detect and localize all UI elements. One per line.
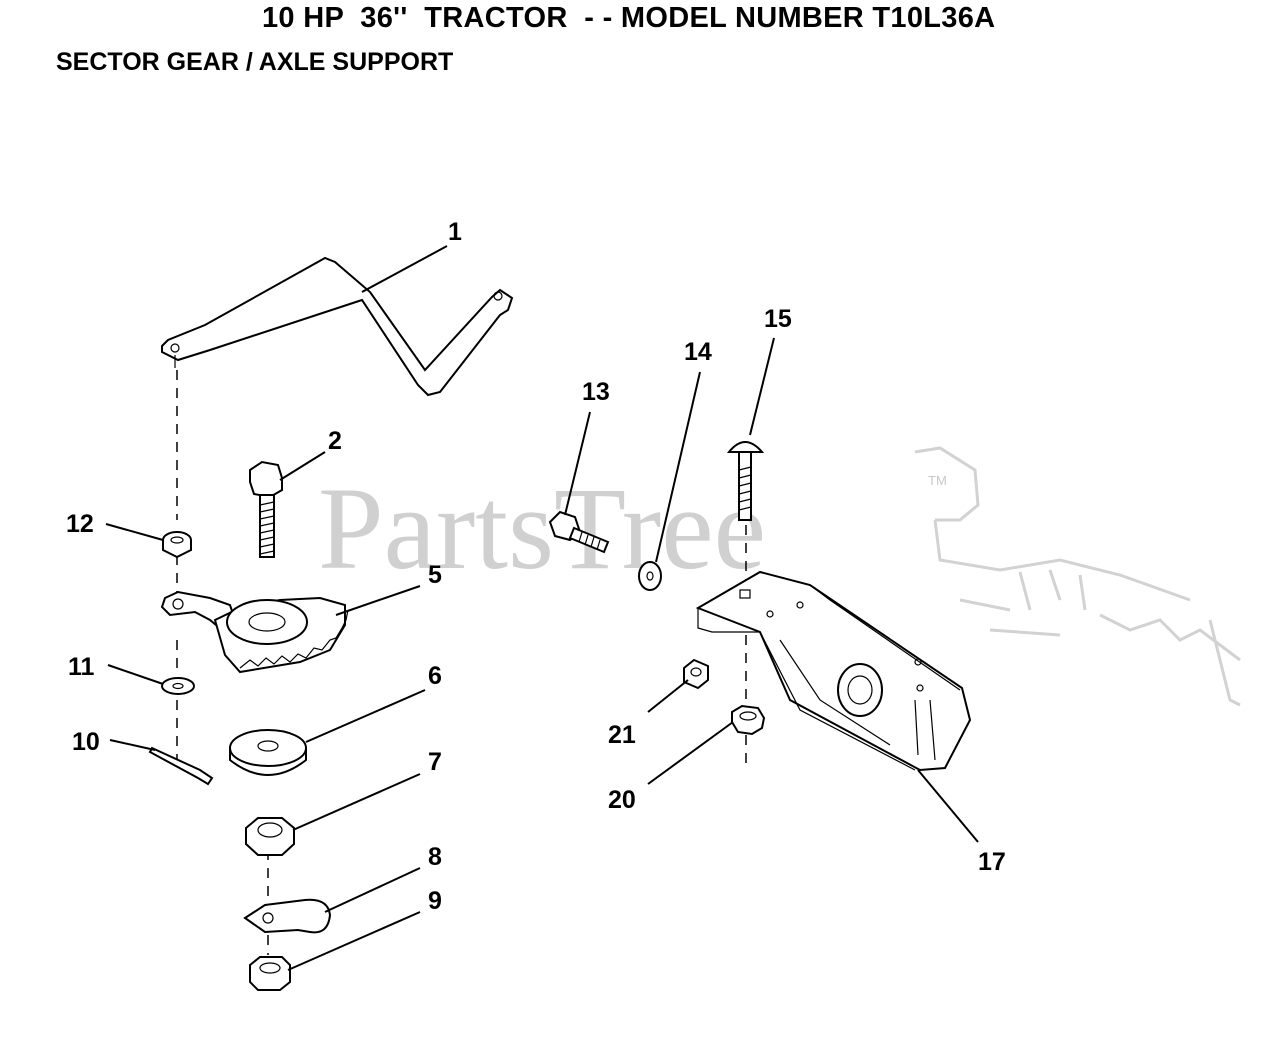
callout-5: 5	[428, 561, 442, 589]
watermark-text: PartsTree	[318, 463, 766, 594]
part-washer-11	[161, 677, 195, 695]
callout-9: 9	[428, 887, 442, 915]
callout-1: 1	[448, 218, 462, 246]
part-carriage-bolt-15	[726, 441, 765, 521]
callout-15: 15	[764, 305, 792, 333]
callout-6: 6	[428, 662, 442, 690]
background-ghost-artwork	[914, 446, 1241, 707]
diagram-title: 10 HP 36'' TRACTOR - - MODEL NUMBER T10L…	[262, 2, 996, 34]
part-clip-8	[243, 898, 332, 934]
callout-7: 7	[428, 748, 442, 776]
callout-numbers: 1 2 12 5 11 10 6 7 8 9 13 14 15 17 20 21	[66, 218, 1006, 915]
part-bushing-21	[683, 658, 709, 690]
leader-lines	[105, 245, 979, 971]
diagram-subtitle: SECTOR GEAR / AXLE SUPPORT	[56, 48, 454, 76]
part-cotter-pin	[148, 746, 214, 786]
callout-12: 12	[66, 510, 94, 538]
watermark-trademark: TM	[928, 473, 947, 488]
part-drag-link	[161, 256, 514, 397]
callout-8: 8	[428, 843, 442, 871]
assembly-axis-lines	[176, 370, 747, 955]
part-axle-support	[695, 570, 972, 772]
part-spacer-6	[229, 729, 307, 776]
callout-17: 17	[978, 848, 1006, 876]
part-locknut-12	[162, 531, 192, 559]
part-hex-nut-9	[249, 956, 291, 991]
callout-11: 11	[68, 653, 95, 681]
part-hex-nut-7	[245, 817, 295, 856]
callout-14: 14	[684, 338, 712, 366]
callout-10: 10	[72, 728, 100, 756]
part-washer-14	[638, 561, 662, 591]
part-sector-gear	[160, 590, 349, 674]
part-bolt-2	[249, 460, 283, 558]
part-nut-20	[731, 704, 766, 736]
callout-20: 20	[608, 786, 636, 814]
callout-21: 21	[608, 721, 636, 749]
callout-13: 13	[582, 378, 610, 406]
callout-2: 2	[328, 427, 342, 455]
part-bolt-13	[548, 510, 610, 554]
